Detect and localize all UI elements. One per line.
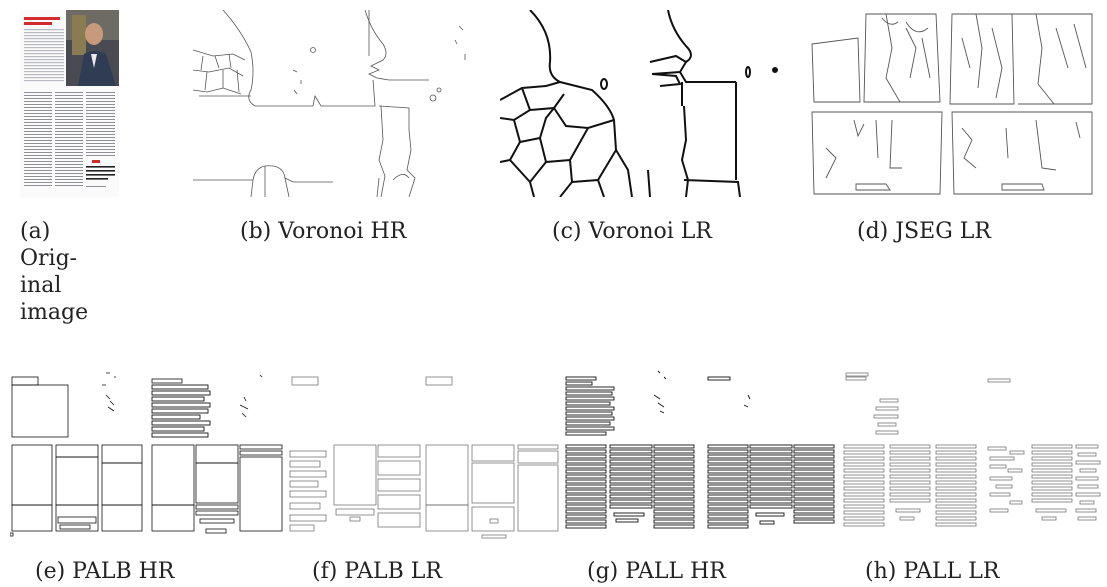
palb-hr-image [10, 355, 285, 540]
pall-lr-image [840, 355, 1104, 540]
caption-g: (g) PALL HR [587, 558, 726, 585]
caption-g-text: (g) PALL HR [587, 558, 726, 585]
caption-f-text: (f) PALB LR [312, 558, 442, 585]
voronoi-lr-image [500, 10, 783, 197]
caption-b-text: (b) Voronoi HR [240, 218, 406, 245]
caption-e-text: (e) PALB HR [35, 558, 174, 585]
jseg-lr-image [806, 8, 1096, 198]
caption-e: (e) PALB HR [35, 558, 174, 585]
pall-hr-image [562, 355, 838, 540]
caption-c-text: (c) Voronoi LR [552, 218, 712, 245]
original-image-thumbnail [20, 10, 119, 197]
caption-a: (a) Orig- inal image [20, 218, 108, 326]
caption-b: (b) Voronoi HR [240, 218, 406, 245]
caption-c: (c) Voronoi LR [552, 218, 712, 245]
palb-lr-image [286, 355, 560, 540]
caption-d-text: (d) JSEG LR [857, 218, 991, 245]
caption-f: (f) PALB LR [312, 558, 442, 585]
caption-h-text: (h) PALL LR [865, 558, 999, 585]
voronoi-hr-image [193, 10, 476, 197]
caption-d: (d) JSEG LR [857, 218, 991, 245]
caption-h: (h) PALL LR [865, 558, 999, 585]
caption-a-text: (a) Orig- inal image [20, 218, 108, 326]
